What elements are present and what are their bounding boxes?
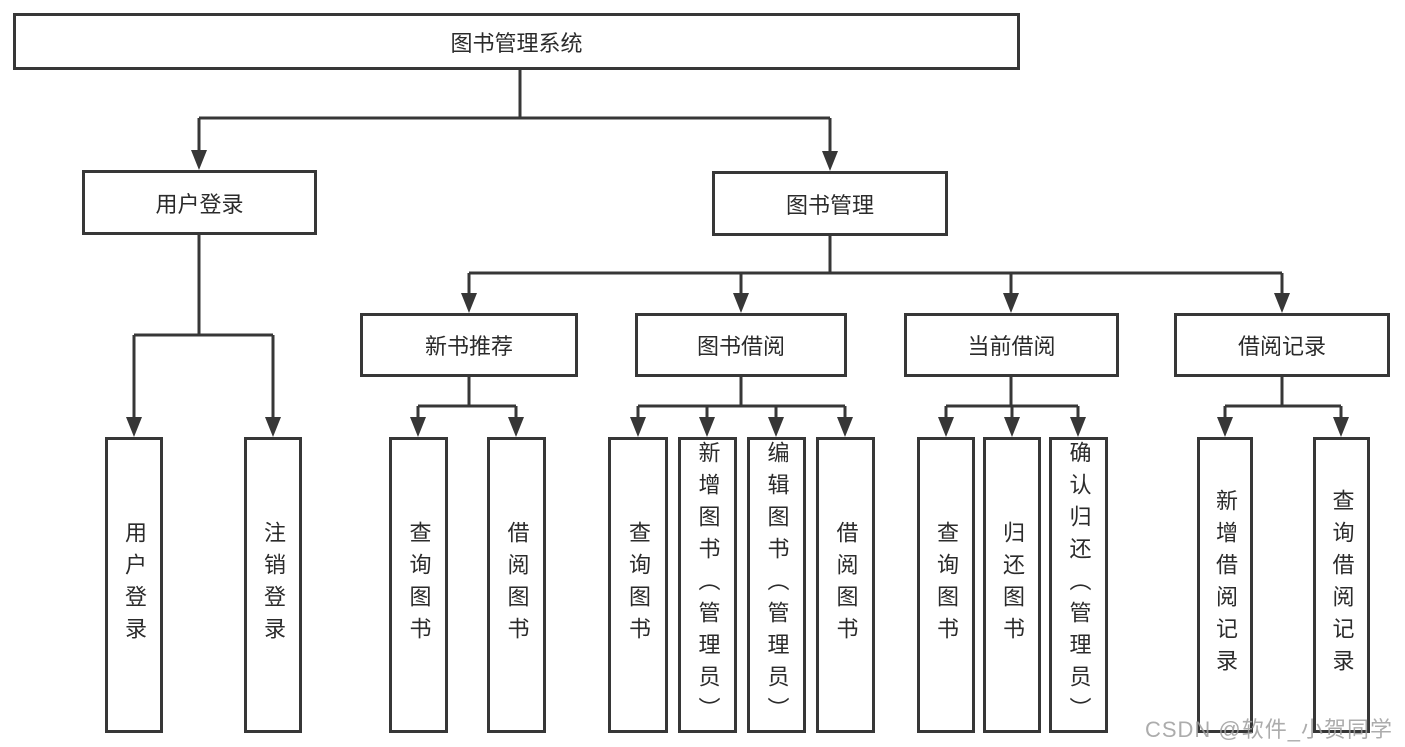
leaf-edit-book-admin: 编辑图书（管理员） <box>747 437 806 733</box>
leaf-query-books-recommend: 查询图书 <box>389 437 448 733</box>
connector-book-management-children <box>467 236 1284 294</box>
leaf-query-books-current: 查询图书 <box>917 437 975 733</box>
node-root-system: 图书管理系统 <box>13 13 1020 70</box>
leaf-confirm-return-admin: 确认归还（管理员） <box>1049 437 1108 733</box>
leaf-query-books-borrow: 查询图书 <box>608 437 668 733</box>
node-borrow-records: 借阅记录 <box>1174 313 1390 377</box>
connector-user-login-children <box>132 234 275 418</box>
node-book-borrow: 图书借阅 <box>635 313 847 377</box>
node-new-book-recommend: 新书推荐 <box>360 313 578 377</box>
leaf-user-login: 用户登录 <box>105 437 163 733</box>
arrowheads <box>126 150 1349 437</box>
connector-root-to-level2 <box>197 69 832 152</box>
leaf-logout: 注销登录 <box>244 437 302 733</box>
csdn-watermark: CSDN @软件_小贺同学 <box>1144 717 1393 742</box>
node-book-management: 图书管理 <box>712 171 948 236</box>
leaf-borrow-books-recommend: 借阅图书 <box>487 437 546 733</box>
leaf-return-books: 归还图书 <box>983 437 1041 733</box>
connector-borrow-records-children <box>1223 377 1343 418</box>
leaf-borrow-books: 借阅图书 <box>816 437 875 733</box>
node-user-login: 用户登录 <box>82 170 317 235</box>
leaf-add-borrow-record: 新增借阅记录 <box>1197 437 1253 733</box>
leaf-add-book-admin: 新增图书（管理员） <box>678 437 737 733</box>
connector-new-book-children <box>416 377 518 418</box>
leaf-query-borrow-record: 查询借阅记录 <box>1313 437 1370 733</box>
connector-book-borrow-children <box>636 377 847 418</box>
connector-current-borrow-children <box>944 377 1080 418</box>
node-current-borrow: 当前借阅 <box>904 313 1119 377</box>
